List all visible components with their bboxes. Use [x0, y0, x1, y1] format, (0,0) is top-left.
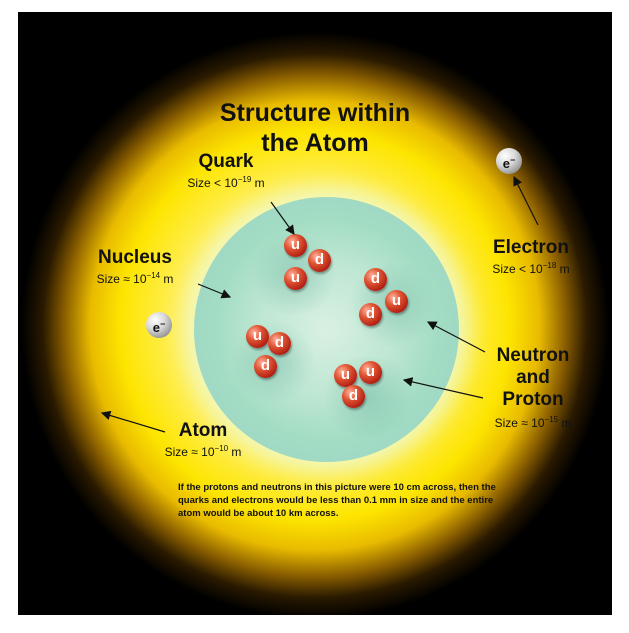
electron-particle-top-right: e− — [496, 148, 522, 174]
title-line-2: the Atom — [261, 129, 369, 157]
proton-name: Proton — [502, 389, 564, 410]
neutron-name: Neutron — [496, 345, 570, 366]
diagram-title: Structure within the Atom — [215, 98, 415, 158]
scale-footnote: If the protons and neutrons in this pict… — [178, 482, 496, 519]
quark-name: Quark — [198, 151, 254, 172]
down-quark: d — [308, 249, 331, 272]
electron-size: Size < 10−18 m — [492, 261, 570, 276]
electron-arrow — [513, 175, 539, 226]
atom-diagram: Structure within the Atom Quark Size < 1… — [18, 12, 612, 615]
down-quark: d — [359, 303, 382, 326]
atom-name: Atom — [178, 420, 228, 441]
up-quark: u — [359, 361, 382, 384]
quark-arrow — [270, 201, 295, 235]
up-quark: u — [334, 364, 357, 387]
up-quark: u — [284, 267, 307, 290]
down-quark: d — [364, 268, 387, 291]
up-quark: u — [246, 325, 269, 348]
down-quark: d — [254, 355, 277, 378]
and-word: and — [516, 367, 550, 388]
neutron-proton-label: Neutron and Proton Size ≈ 10−15 m — [468, 345, 598, 430]
atom-size: Size ≈ 10−10 m — [164, 444, 242, 459]
nucleus-size: Size ≈ 10−14 m — [96, 271, 174, 286]
nucleus-arrow — [197, 283, 232, 299]
atom-label: Atom Size ≈ 10−10 m — [143, 420, 263, 459]
down-quark: d — [268, 332, 291, 355]
title-line-1: Structure within — [219, 99, 411, 127]
quark-size: Size < 10−19 m — [187, 175, 265, 190]
nucleus-name: Nucleus — [98, 247, 172, 268]
down-quark: d — [342, 385, 365, 408]
electron-name: Electron — [492, 237, 570, 258]
electron-particle-left: e− — [146, 312, 172, 338]
up-quark: u — [284, 234, 307, 257]
quark-label: Quark Size < 10−19 m — [166, 151, 286, 190]
electron-label: Electron Size < 10−18 m — [471, 237, 591, 276]
pointer-arrows — [100, 175, 539, 433]
up-quark: u — [385, 290, 408, 313]
atom-arrow — [100, 410, 166, 433]
neutron-arrow-upper — [426, 321, 486, 353]
nucleus-label: Nucleus Size ≈ 10−14 m — [70, 247, 200, 286]
neutron-proton-size: Size ≈ 10−15 m — [494, 415, 572, 430]
neutron-arrow-lower — [402, 377, 484, 399]
